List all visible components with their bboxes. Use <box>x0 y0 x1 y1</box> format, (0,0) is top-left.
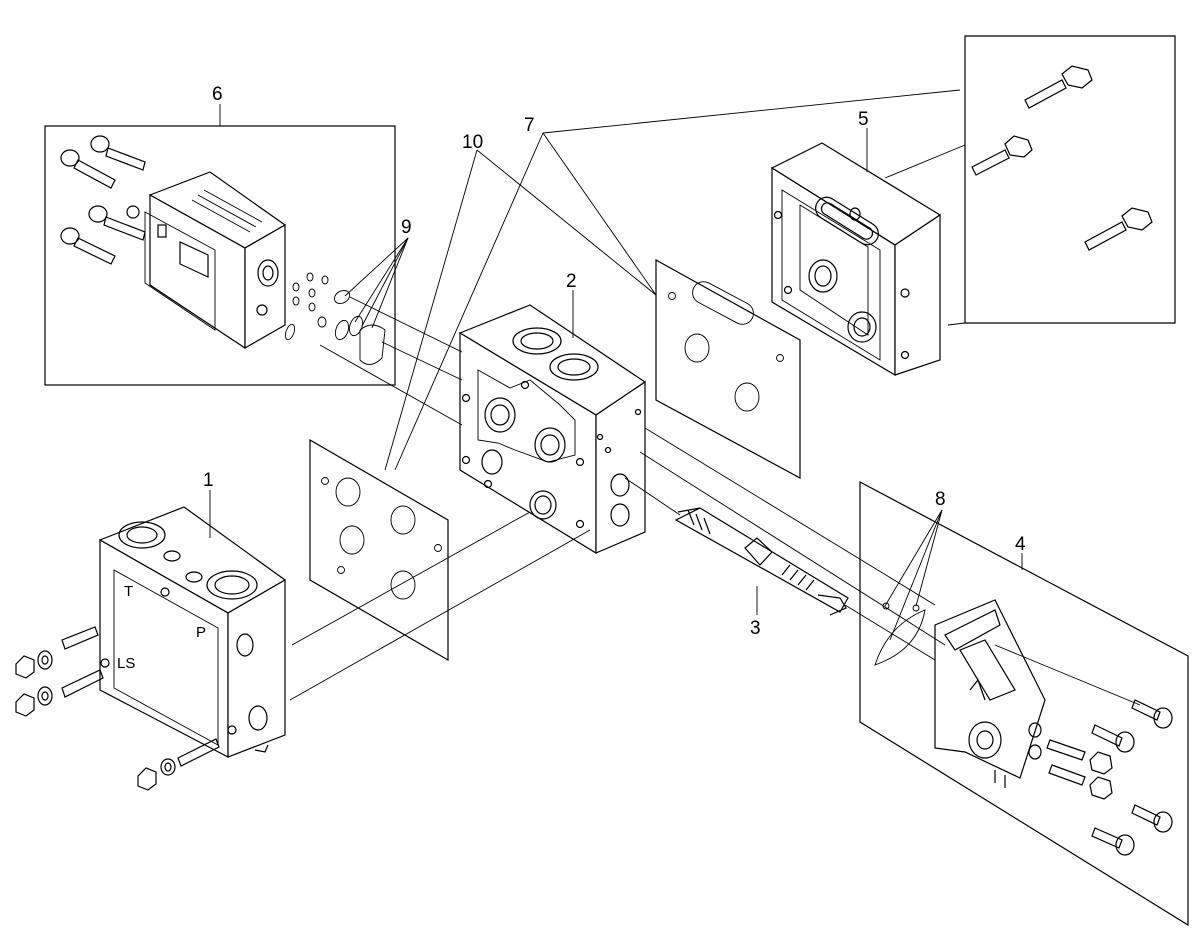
port-mark-load-sense: LS <box>117 655 135 672</box>
inlet-section-1 <box>98 506 287 758</box>
callout-9: 9 <box>401 217 412 238</box>
callout-10: 10 <box>462 132 483 153</box>
leader-lines <box>209 89 1023 641</box>
callout-3: 3 <box>750 618 761 639</box>
callout-4: 4 <box>1015 534 1026 555</box>
cover-bolts <box>971 65 1153 251</box>
actuator-screws <box>60 135 146 265</box>
group-frame-4 <box>859 481 1189 927</box>
gasket-7-holes <box>668 281 784 412</box>
callout-8: 8 <box>935 489 946 510</box>
port-mark-pressure: P <box>196 624 206 641</box>
spool-3 <box>674 507 849 616</box>
callout-2: 2 <box>566 271 577 292</box>
callout-1: 1 <box>203 470 214 491</box>
callout-7: 7 <box>524 115 535 136</box>
callout-6: 6 <box>212 84 223 105</box>
valve-section-2 <box>458 304 647 555</box>
seals-8 <box>874 602 926 666</box>
assembly-axis-lines <box>289 144 1141 706</box>
tie-rod-studs <box>15 626 220 791</box>
group-frame-5 <box>964 35 1176 324</box>
callout-5: 5 <box>858 109 869 130</box>
port-mark-tank: T <box>124 583 133 600</box>
o-rings-9 <box>284 272 386 365</box>
gasket-10-holes <box>321 477 442 600</box>
gasket-7 <box>655 258 801 480</box>
lever-housing-4 <box>934 599 1046 788</box>
gasket-10 <box>309 438 449 662</box>
solenoid-actuator-6 <box>126 171 287 350</box>
end-cover-5 <box>770 142 942 377</box>
housing-screws <box>1046 699 1173 856</box>
